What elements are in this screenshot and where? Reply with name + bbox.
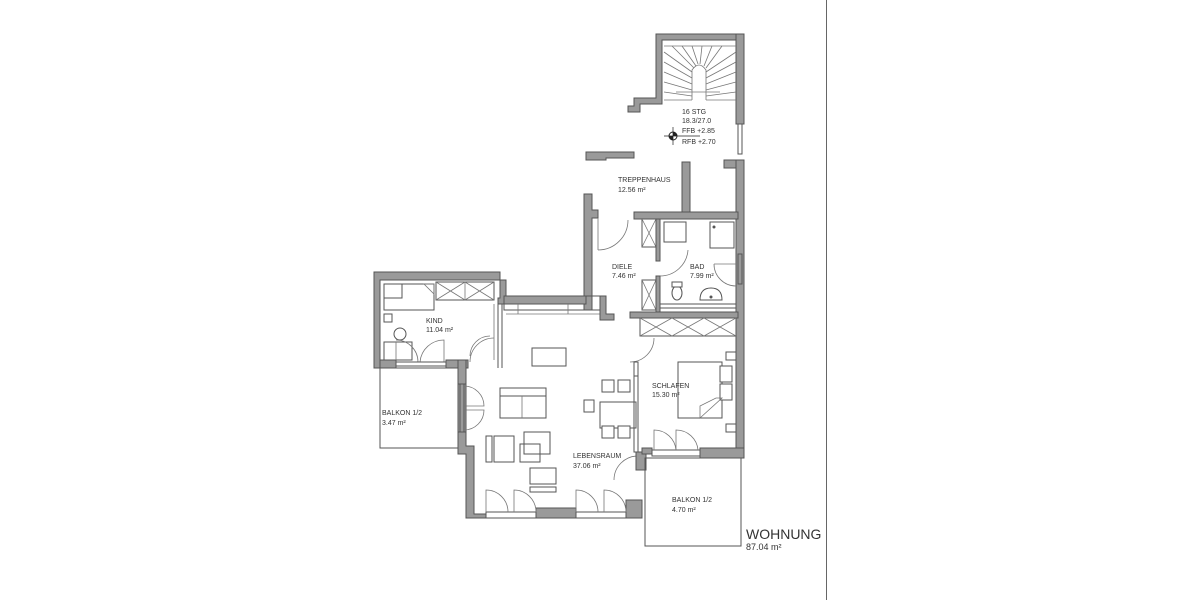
room-balkon-right-name: BALKON 1/2 — [672, 497, 712, 504]
room-balkon-left-name: BALKON 1/2 — [382, 410, 422, 417]
room-balkon-left-area: 3.47 m² — [382, 420, 406, 427]
room-bad-area: 7.99 m² — [690, 273, 714, 280]
room-treppenhaus-area: 12.56 m² — [618, 187, 646, 194]
room-treppenhaus-name: TREPPENHAUS — [618, 177, 671, 184]
kind-room — [373, 271, 587, 385]
room-kind-name: KIND — [426, 318, 443, 325]
balcony-right — [644, 457, 742, 547]
room-diele-area: 7.46 m² — [612, 273, 636, 280]
room-diele-name: DIELE — [612, 264, 633, 271]
total-area: 87.04 m² — [746, 542, 782, 552]
room-bad-name: BAD — [690, 264, 704, 271]
lebensraum — [457, 295, 647, 519]
diele-bad — [597, 218, 737, 315]
stair-ffb: FFB +2.85 — [682, 128, 715, 135]
stair-steps: 16 STG — [682, 109, 706, 116]
schlafen-room — [629, 311, 745, 459]
page-divider — [826, 0, 827, 600]
room-schlafen-area: 15.30 m² — [652, 392, 680, 399]
room-balkon-right-area: 4.70 m² — [672, 507, 696, 514]
room-kind-area: 11.04 m² — [426, 327, 454, 334]
balcony-left — [379, 367, 459, 449]
room-lebensraum-name: LEBENSRAUM — [573, 453, 621, 460]
stair-ratio: 18.3/27.0 — [682, 118, 711, 125]
stair-rfb: RFB +2.70 — [682, 139, 716, 146]
room-lebensraum-area: 37.06 m² — [573, 463, 601, 470]
room-schlafen-name: SCHLAFEN — [652, 383, 689, 390]
staircase: 16 STG 18.3/27.0 FFB +2.85 RFB +2.70 — [627, 33, 745, 155]
level-marker-icon — [664, 127, 700, 145]
total-label: WOHNUNG — [746, 526, 821, 542]
